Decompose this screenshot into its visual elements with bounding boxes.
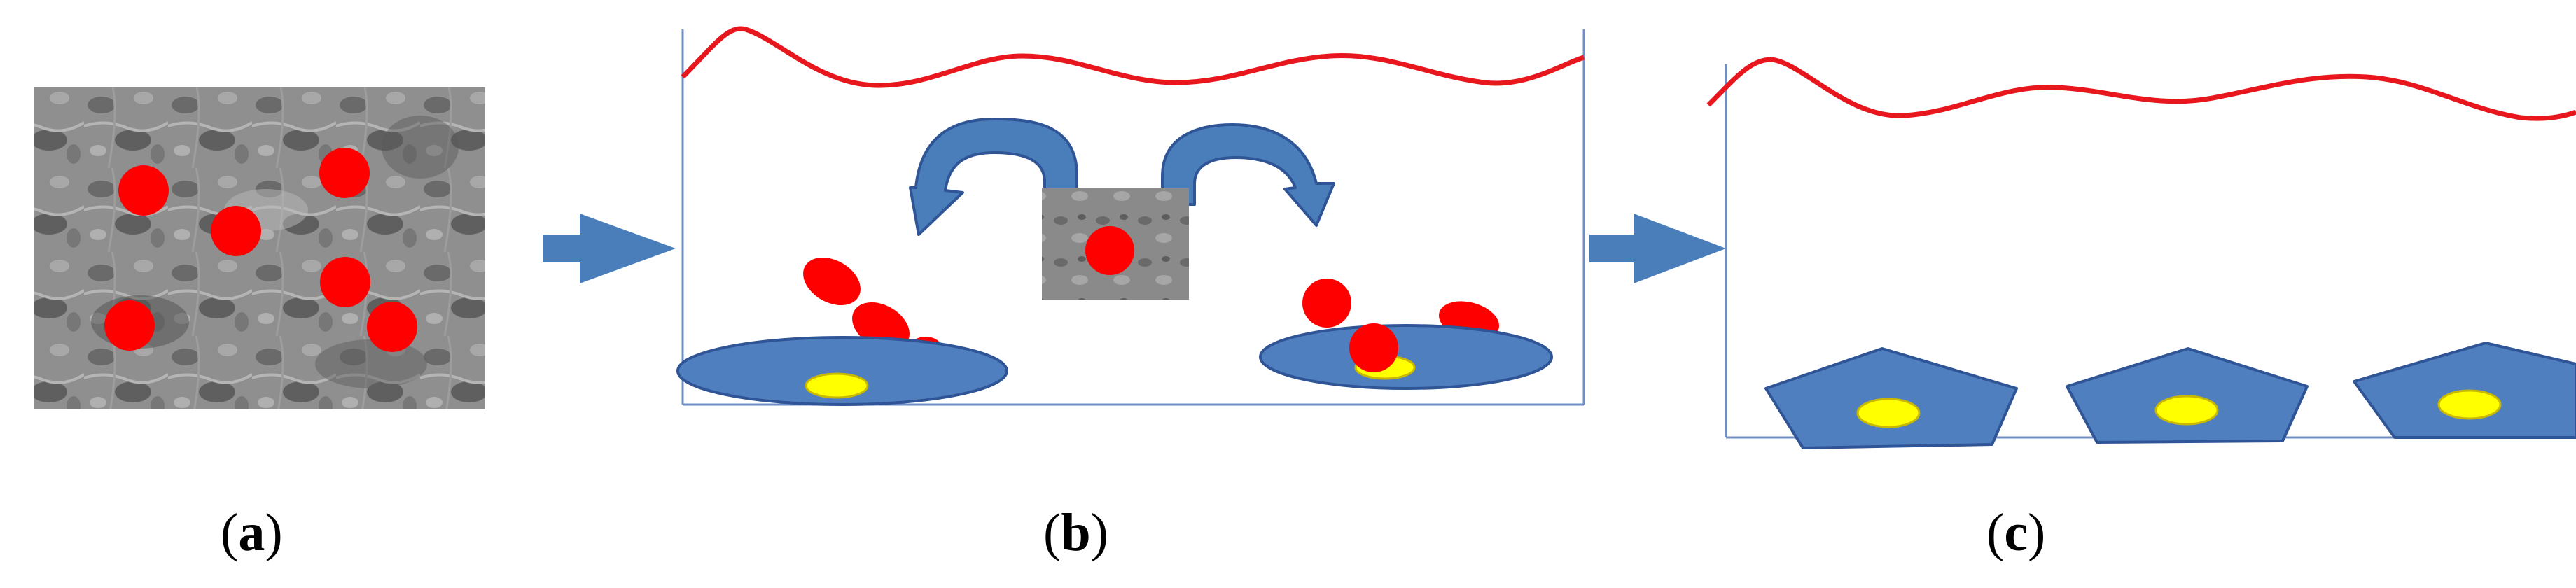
nucleus <box>1856 398 1921 428</box>
curved-arrow-left-icon <box>909 118 1078 236</box>
cell-polygonal <box>2353 342 2576 439</box>
cell-polygonal <box>1764 347 2018 449</box>
particle <box>211 206 261 256</box>
nucleus <box>2437 389 2502 420</box>
cell-flat <box>676 336 1008 406</box>
arrow-right-icon <box>543 214 676 284</box>
panel-b-culture-well <box>676 26 1585 406</box>
nucleus <box>805 372 869 399</box>
particle <box>320 257 370 307</box>
panel-label-a: (a) <box>221 503 283 562</box>
cell-flat <box>1259 324 1553 390</box>
curved-arrow-right-icon <box>1161 123 1335 227</box>
panel-c-differentiated-cells <box>1706 57 2576 449</box>
particle <box>319 148 370 198</box>
particle <box>104 300 155 351</box>
particle <box>118 165 169 216</box>
arrow-right-icon <box>1589 214 1726 284</box>
medium-surface <box>1706 57 2576 121</box>
particle <box>1085 226 1134 275</box>
panel-label-c: (c) <box>1986 503 2046 562</box>
particle <box>367 302 417 352</box>
cell-polygonal <box>2066 347 2309 444</box>
particle <box>803 257 861 306</box>
particle <box>1349 323 1398 372</box>
medium-surface <box>681 26 1585 88</box>
panel-a-scaffold <box>34 88 485 410</box>
panel-label-b: (b) <box>1043 503 1108 562</box>
particle <box>1302 279 1351 328</box>
nucleus <box>2154 395 2219 426</box>
